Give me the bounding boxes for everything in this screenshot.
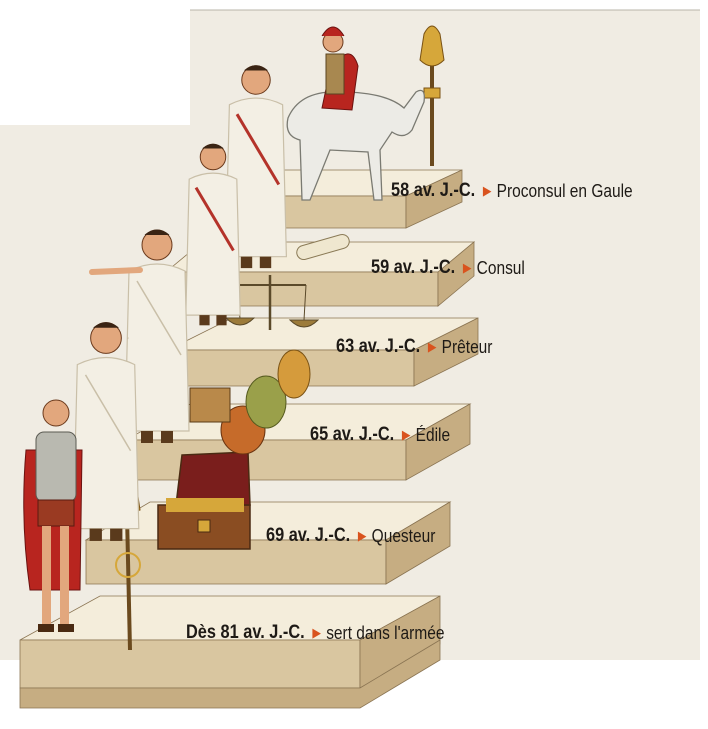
figure-foot-left [240, 256, 253, 269]
legionary-foot-left [38, 624, 54, 632]
step-side [413, 317, 479, 387]
figure-hair [244, 65, 268, 71]
chest-lid [175, 451, 251, 506]
step-label-consul: 59 av. J.-C. ▶ Consul [371, 257, 525, 279]
marker-arrow-icon: ▶ [427, 339, 437, 354]
legionary-head [42, 399, 70, 427]
figure-foot-right [110, 528, 123, 541]
step-riser [19, 639, 361, 689]
step-office-questeur: Questeur [371, 525, 436, 546]
aedile-figure [89, 229, 190, 443]
figure-toga [185, 172, 241, 316]
step-side [437, 241, 475, 307]
figure-foot-left [141, 431, 153, 443]
treasure-chest [157, 451, 251, 550]
step-date-army: Dès 81 av. J.-C. [186, 622, 305, 643]
stair-step [19, 595, 441, 689]
eagle-base [423, 87, 441, 99]
step-office-edile: Édile [415, 424, 451, 445]
step-date-consul: 59 av. J.-C. [371, 257, 456, 278]
legionary-foot-right [58, 624, 74, 632]
figure-hair [202, 143, 224, 149]
step-office-preteur: Prêteur [441, 336, 493, 357]
marker-arrow-icon: ▶ [482, 183, 492, 198]
eagle-standard [419, 25, 445, 166]
scales-pan-left [224, 317, 256, 326]
scroll-body [296, 233, 350, 261]
legionary-figure [23, 399, 83, 632]
figure-toga-fold [84, 374, 132, 452]
consul-figure [224, 65, 288, 269]
figure-toga-fold [235, 113, 281, 186]
figure-toga-fold [194, 186, 235, 252]
scales-cord-right [303, 284, 307, 321]
step-side [405, 169, 463, 229]
figure-toga-fold [136, 280, 182, 356]
figure-toga [224, 97, 288, 258]
step-label-preteur: 63 av. J.-C. ▶ Prêteur [336, 336, 492, 358]
rider-armor [325, 53, 345, 95]
step-riser [125, 439, 407, 481]
step-date-edile: 65 av. J.-C. [310, 424, 395, 445]
step-label-proconsul: 58 av. J.-C. ▶ Proconsul en Gaule [391, 180, 633, 202]
step-date-proconsul: 58 av. J.-C. [391, 180, 476, 201]
marker-arrow-icon: ▶ [357, 528, 367, 543]
step-office-proconsul: Proconsul en Gaule [496, 180, 633, 201]
aedile-pointing-arm [89, 267, 143, 275]
figure-foot-right [161, 431, 173, 443]
eagle-figure [419, 25, 445, 67]
step-label-army: Dès 81 av. J.-C. ▶ sert dans l'armée [186, 622, 444, 644]
step-date-questeur: 69 av. J.-C. [266, 525, 351, 546]
step-side [405, 403, 471, 481]
marker-arrow-icon: ▶ [312, 625, 322, 640]
marker-arrow-icon: ▶ [401, 427, 411, 442]
figure-toga [72, 356, 140, 530]
scales-pan-right [288, 319, 320, 328]
figures [23, 26, 425, 632]
amphora-crate [189, 387, 231, 423]
quaestor-figure [72, 322, 140, 541]
legionary-armor [35, 431, 77, 503]
step-base [19, 639, 441, 709]
step-office-army: sert dans l'armée [326, 622, 445, 643]
rider-helmet-crest [321, 26, 345, 37]
legionary-leg-left [42, 526, 51, 626]
step-label-questeur: 69 av. J.-C. ▶ Questeur [266, 525, 435, 547]
scales [224, 275, 320, 330]
marker-arrow-icon: ▶ [462, 260, 472, 275]
legionary-skirt [37, 499, 75, 527]
props [115, 25, 445, 651]
chest-coins [166, 498, 244, 512]
step-side [385, 501, 451, 585]
figure-foot-left [89, 528, 102, 541]
step-office-consul: Consul [476, 257, 525, 278]
figure-foot-right [216, 315, 227, 326]
praetor-figure [185, 143, 241, 326]
amphora-vase [277, 349, 311, 399]
chest-lock [197, 519, 211, 533]
amphora [189, 349, 311, 455]
figure-hair [144, 229, 170, 236]
step-label-edile: 65 av. J.-C. ▶ Édile [310, 424, 450, 446]
figure-foot-right [259, 256, 272, 269]
legionary-leg-right [60, 526, 69, 626]
scroll [296, 233, 350, 261]
proconsul-rider [286, 26, 425, 201]
step-date-preteur: 63 av. J.-C. [336, 336, 421, 357]
figure-foot-left [199, 315, 210, 326]
figure-hair [93, 322, 119, 329]
vexillum-wreath [115, 552, 141, 578]
amphora-jug [245, 375, 287, 429]
